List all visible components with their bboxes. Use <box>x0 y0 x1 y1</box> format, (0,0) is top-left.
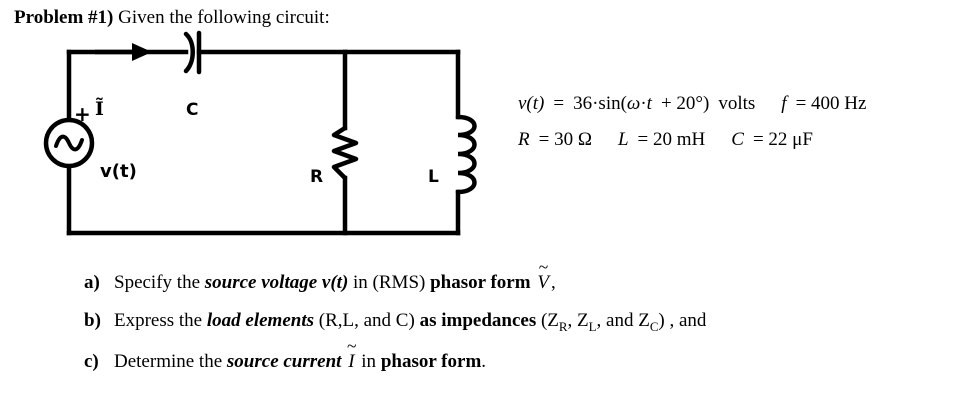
impedance-r-subscript: R <box>558 318 568 334</box>
q-c-phasor-letter: I <box>348 350 355 372</box>
resistance-symbol: R <box>518 129 530 150</box>
question-text-a: Specify the source voltage v(t) in (RMS)… <box>114 258 556 294</box>
capacitance-symbol: C <box>731 129 744 150</box>
frequency-symbol: f <box>781 93 787 114</box>
q-a-emphasis-1: source voltage v(t) <box>204 272 349 293</box>
voltage-dot-2: · <box>640 93 647 114</box>
source-polarity-label: + <box>74 102 91 126</box>
frequency-value: = 400 Hz <box>795 93 867 114</box>
resistance-value: = 30 Ω <box>538 129 592 150</box>
question-marker-c: c) <box>84 350 99 372</box>
q-a-phasor-letter: V <box>537 272 549 293</box>
impedance-l-subscript: L <box>588 318 597 334</box>
resistor-symbol <box>331 125 359 181</box>
capacitor-label: C <box>186 100 199 120</box>
q-a-seg2: in (RMS) <box>348 272 431 293</box>
inductance-value: = 20 mH <box>637 129 706 150</box>
q-b-seg6: ) , and <box>658 310 707 331</box>
circuit-diagram: + v(t) Ĩ C R L <box>0 30 500 255</box>
tilde-accent-icon: ~ <box>538 257 549 278</box>
q-b-seg4: , Z <box>567 310 589 331</box>
q-a-seg1: Specify the <box>114 272 205 293</box>
given-components-row: R = 30 Ω L = 20 mH C = 22 μF <box>518 122 866 158</box>
omega-symbol: ω <box>626 93 641 114</box>
q-b-emphasis-2: as impedances <box>419 310 537 331</box>
time-symbol: t <box>646 93 652 114</box>
voltage-dot: · <box>592 93 599 114</box>
question-marker-a: a) <box>84 272 100 293</box>
circuit-svg <box>43 30 477 236</box>
current-phasor-symbol: ~I <box>346 337 356 373</box>
ac-source-symbol <box>43 117 95 169</box>
q-c-seg1: Determine the <box>114 350 227 372</box>
question-marker-b: b) <box>84 310 101 331</box>
question-item-b: b) Express the load elements (R,L, and C… <box>84 310 944 335</box>
question-text-c: Determine the source current ~I in phaso… <box>114 337 487 373</box>
q-c-emphasis-2: phasor form <box>380 350 482 372</box>
q-b-seg1: Express the <box>114 310 207 331</box>
q-a-emphasis-2: phasor form <box>430 272 531 293</box>
capacitor-symbol <box>183 30 202 75</box>
voltage-phasor-symbol: ~V <box>535 258 551 294</box>
voltage-sin: sin( <box>598 93 627 114</box>
current-label: Ĩ <box>95 98 104 120</box>
q-c-seg2: in <box>356 350 381 372</box>
tilde-accent-icon: ~ <box>347 335 357 356</box>
current-arrow-icon <box>95 43 152 61</box>
source-label: v(t) <box>100 161 137 182</box>
inductor-symbol <box>455 114 477 195</box>
voltage-equals: = <box>553 93 565 114</box>
q-b-seg2: (R,L, and C) <box>314 310 420 331</box>
q-c-emphasis-1: source current <box>226 350 342 372</box>
problem-number: Problem #1) <box>14 7 114 28</box>
problem-prompt: Given the following circuit: <box>118 7 330 28</box>
question-list: a) Specify the source voltage v(t) in (R… <box>84 258 944 389</box>
inductance-symbol: L <box>617 129 629 150</box>
page-title: Problem #1) Given the following circuit: <box>14 6 330 30</box>
voltage-units: volts <box>718 93 756 114</box>
q-b-seg5: , and Z <box>596 310 650 331</box>
q-c-tail: . <box>481 350 487 372</box>
question-item-a: a) Specify the source voltage v(t) in (R… <box>84 258 944 294</box>
inductor-label: L <box>428 167 439 187</box>
q-b-emphasis-1: load elements <box>206 310 315 331</box>
voltage-symbol: v(t) <box>518 93 545 114</box>
question-item-c: c) Determine the source current ~I in ph… <box>84 337 944 373</box>
capacitance-value: = 22 μF <box>752 129 813 150</box>
resistor-label: R <box>310 167 324 187</box>
impedance-c-subscript: C <box>649 318 659 334</box>
q-a-tail: , <box>550 272 556 293</box>
voltage-amplitude: 36 <box>573 93 593 114</box>
voltage-phase: + 20°) <box>660 93 710 114</box>
q-b-seg3: (Z <box>536 310 559 331</box>
question-text-b: Express the load elements (R,L, and C) a… <box>114 310 706 335</box>
